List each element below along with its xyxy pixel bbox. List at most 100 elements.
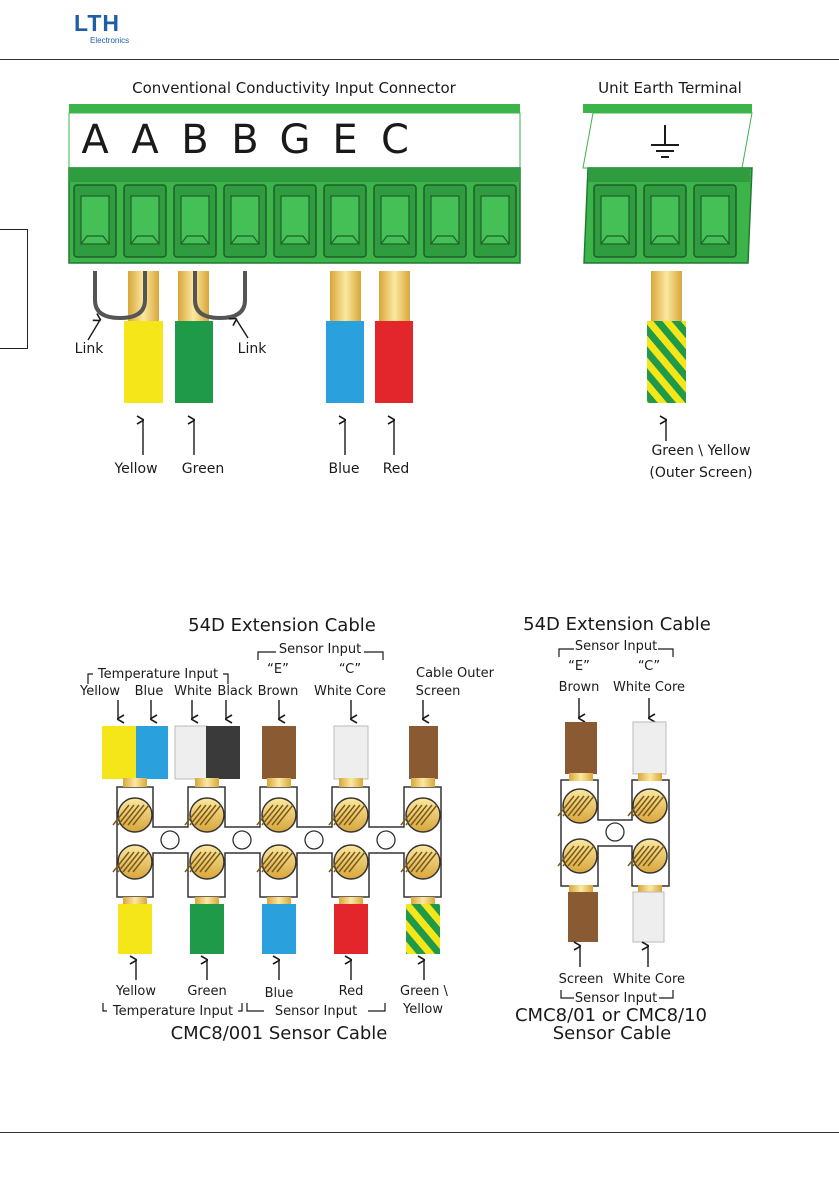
terminal-letter: B	[181, 117, 208, 163]
sensor-input-bracket-top-2	[558, 648, 674, 657]
outer-label-1: Cable Outer	[416, 666, 495, 681]
bottom-label-red: Red	[339, 984, 364, 999]
terminal-letter: A	[81, 117, 109, 163]
sensor-input-bottom-label-2: Sensor Input	[575, 991, 657, 1006]
wire-label: Yellow	[113, 461, 157, 477]
strip-hole	[605, 822, 625, 842]
strip-hole	[160, 830, 180, 850]
top-col-blue: Blue	[135, 684, 164, 699]
ferrule	[638, 773, 662, 781]
terminal-screw	[256, 797, 297, 833]
e-label-2: “E”	[568, 659, 590, 674]
e-sub-2: Brown	[559, 680, 600, 695]
ferrule	[195, 778, 219, 787]
terminal-socket	[473, 184, 517, 258]
strip-hole	[376, 830, 396, 850]
ferrule	[569, 885, 593, 893]
sensor-input-bracket-bottom-1	[246, 1003, 386, 1012]
sensor-input-top-label-2: Sensor Input	[575, 639, 657, 654]
link-label-left: Link	[75, 341, 105, 357]
footer-rule	[0, 1132, 839, 1133]
terminal-letter: C	[381, 117, 409, 163]
top-wires-cmc8-01	[565, 721, 667, 775]
bottom-label-blue: Blue	[265, 986, 294, 1001]
terminal-screw	[328, 797, 369, 833]
ferrule	[411, 778, 435, 787]
terminal-letter: A	[131, 117, 159, 163]
temperature-input-bracket-top	[87, 673, 229, 684]
ferrule	[339, 897, 363, 905]
sensor-input-bracket-top-1	[257, 651, 384, 660]
connector-title: Conventional Conductivity Input Connecto…	[132, 79, 456, 97]
caption-cmc8-01-line1: CMC8/01 or CMC8/10	[515, 1005, 707, 1026]
link-wire-right	[193, 271, 247, 321]
terminal-letter: E	[332, 117, 357, 163]
ext-cable-title-1: 54D Extension Cable	[188, 615, 376, 636]
terminal-screw	[184, 844, 225, 880]
terminal-screw	[112, 797, 153, 833]
outer-label-2: Screen	[416, 684, 461, 699]
strip-hole	[232, 830, 252, 850]
temperature-input-bracket-bottom	[102, 1003, 243, 1012]
e-sub-1: Brown	[258, 684, 299, 699]
bottom-label-green-yellow: Green \	[400, 984, 449, 999]
earth-wire-sublabel: (Outer Screen)	[649, 465, 752, 481]
link-arrow-left	[87, 320, 100, 341]
sensor-input-bottom-label-1: Sensor Input	[275, 1004, 357, 1019]
sensor-input-top-label-1: Sensor Input	[279, 642, 361, 657]
terminal-screw	[400, 797, 441, 833]
link-wire-left	[93, 271, 147, 321]
terminal-socket	[73, 184, 117, 258]
strip-hole	[304, 830, 324, 850]
wire-green-yellow	[647, 271, 686, 403]
terminal-letter: B	[231, 117, 258, 163]
ferrule	[339, 778, 363, 787]
top-col-white: White	[174, 684, 212, 699]
c-label-2: “C”	[638, 659, 660, 674]
c-sub-1: White Core	[314, 684, 386, 699]
brand-subtitle: Electronics	[90, 36, 130, 45]
terminal-socket	[273, 184, 317, 258]
wire-label: Red	[383, 461, 410, 477]
c-label-1: “C”	[339, 662, 361, 677]
ferrule	[569, 773, 593, 781]
bottom-wires-cmc8-01	[568, 891, 665, 943]
header-rule	[0, 59, 839, 60]
ground-icon	[651, 125, 679, 158]
wire-label: Green	[182, 461, 224, 477]
ferrule	[638, 885, 662, 893]
terminal-screw	[328, 844, 369, 880]
terminal-socket	[323, 184, 367, 258]
caption-cmc8-001: CMC8/001 Sensor Cable	[171, 1023, 388, 1044]
terminal-screw	[557, 838, 598, 874]
top-col-yellow: Yellow	[79, 684, 120, 699]
ferrule	[123, 778, 147, 787]
link-arrow-right	[236, 319, 249, 339]
terminal-screw	[400, 844, 441, 880]
caption-cmc8-01-line2: Sensor Cable	[553, 1023, 672, 1044]
bottom-label-yellow: Yellow	[115, 984, 156, 999]
ferrule	[267, 778, 291, 787]
bottom-label-screen: Screen	[559, 972, 604, 987]
terminal-letter: G	[280, 117, 311, 163]
terminal-screw	[627, 838, 668, 874]
wire-label: Blue	[329, 461, 360, 477]
sensor-input-bracket-bottom-2	[560, 990, 674, 999]
ferrule	[123, 897, 147, 905]
terminal-socket	[423, 184, 467, 258]
bottom-wires-cmc8-001	[118, 904, 440, 954]
terminal-screw	[256, 844, 297, 880]
wire-blue	[326, 271, 364, 403]
c-sub-2: White Core	[613, 680, 685, 695]
bottom-label-yellow-2: Yellow	[402, 1002, 443, 1017]
terminal-socket	[223, 184, 267, 258]
terminal-socket	[593, 184, 637, 258]
terminal-socket	[373, 184, 417, 258]
bottom-label-whitecore: White Core	[613, 972, 685, 987]
terminal-screw	[184, 797, 225, 833]
wire-red	[375, 271, 413, 403]
ferrule	[267, 897, 291, 905]
ferrule	[411, 897, 435, 905]
terminal-socket	[643, 184, 687, 258]
